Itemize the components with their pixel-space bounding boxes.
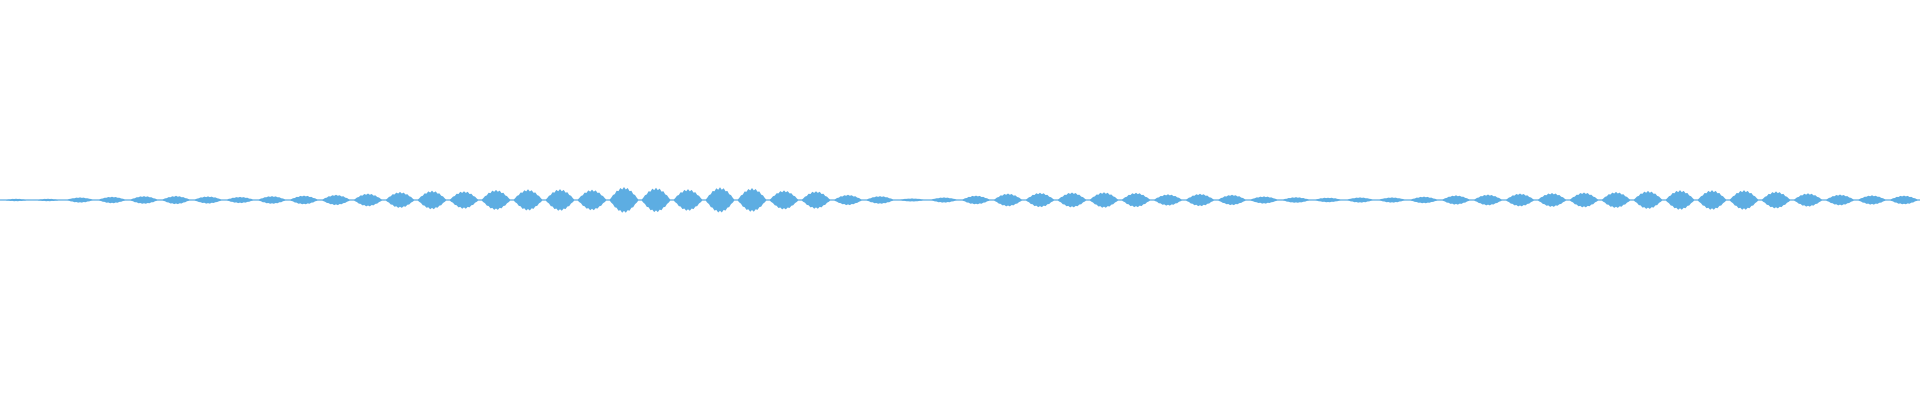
waveform-lobe xyxy=(385,191,415,208)
waveform-lobe xyxy=(1121,192,1151,208)
waveform-lobe xyxy=(1825,194,1855,206)
waveform-lobe xyxy=(225,196,255,204)
waveform-lobe xyxy=(641,187,671,213)
waveform-lobe xyxy=(1889,195,1919,205)
waveform-lobe xyxy=(1793,193,1823,207)
waveform-lobe xyxy=(97,196,127,204)
waveform-lobe xyxy=(673,189,703,211)
waveform-lobe xyxy=(1697,190,1727,210)
waveform-lobe xyxy=(1217,194,1247,206)
waveform-lobe xyxy=(1345,197,1375,203)
waveform-lobe xyxy=(65,197,95,203)
waveform-lobe xyxy=(705,187,735,213)
waveform-lobe xyxy=(1601,191,1631,208)
waveform-lobe xyxy=(833,194,863,206)
waveform-lobe xyxy=(865,196,895,204)
waveform-lobe xyxy=(481,189,511,210)
waveform-lobe xyxy=(737,188,767,212)
waveform-lobe xyxy=(1057,192,1087,208)
waveform-lobe xyxy=(1441,195,1471,205)
waveform-lobe xyxy=(1857,195,1887,205)
waveform-lobe xyxy=(1281,197,1311,203)
waveform-lobe xyxy=(33,198,63,202)
waveform-lobe xyxy=(193,196,223,204)
waveform-lobe xyxy=(1185,193,1215,207)
waveform-lobe xyxy=(961,195,991,205)
waveform-lobe xyxy=(929,197,959,203)
waveform-lobes xyxy=(1,187,1919,213)
waveform-lobe xyxy=(1,198,31,202)
waveform-lobe xyxy=(1761,191,1791,209)
waveform-lobe xyxy=(449,191,479,209)
waveform-lobe xyxy=(129,196,159,204)
waveform-lobe xyxy=(1089,192,1119,208)
waveform-lobe xyxy=(1537,193,1567,207)
waveform-lobe xyxy=(417,190,447,210)
waveform-lobe xyxy=(513,189,543,211)
waveform-lobe xyxy=(1313,197,1343,203)
waveform-lobe xyxy=(353,193,383,207)
waveform-lobe xyxy=(1505,193,1535,207)
waveform-lobe xyxy=(609,187,639,213)
waveform-lobe xyxy=(1473,194,1503,206)
waveform-lobe xyxy=(577,189,607,211)
waveform-lobe xyxy=(321,194,351,206)
waveform-lobe xyxy=(1409,196,1439,204)
waveform-lobe xyxy=(1665,190,1695,210)
waveform-lobe xyxy=(769,190,799,210)
waveform-lobe xyxy=(545,189,575,211)
waveform-lobe xyxy=(161,195,191,205)
waveform-lobe xyxy=(1153,194,1183,206)
waveform-lobe xyxy=(1249,196,1279,204)
waveform-lobe xyxy=(1377,197,1407,203)
waveform-lobe xyxy=(897,198,927,202)
waveform-lobe xyxy=(1569,192,1599,208)
waveform-lobe xyxy=(289,195,319,205)
waveform-lobe xyxy=(1729,190,1759,210)
waveform-lobe xyxy=(1025,192,1055,208)
waveform-lobe xyxy=(993,193,1023,207)
waveform-lobe xyxy=(257,196,287,204)
waveform-lobe xyxy=(801,191,831,209)
waveform-lobe xyxy=(1633,190,1663,209)
